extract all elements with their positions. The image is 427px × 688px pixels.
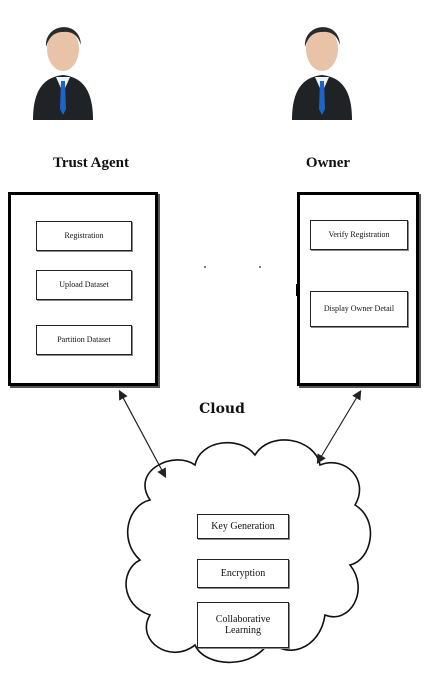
partition-dataset-box[interactable]: Partition Dataset	[36, 325, 132, 355]
arrow-trust-agent-cloud	[118, 389, 167, 479]
owner-user-icon	[292, 27, 352, 120]
owner-label: Owner	[305, 155, 351, 171]
key-generation-box[interactable]: Key Generation	[197, 514, 289, 539]
trust-agent-panel: Registration Upload Dataset Partition Da…	[8, 192, 158, 386]
arrow-owner-cloud	[316, 389, 362, 465]
owner-panel: Verify Registration Display Owner Detail	[297, 192, 419, 386]
trust-agent-label: Trust Agent	[53, 155, 129, 171]
encryption-box[interactable]: Encryption	[197, 559, 289, 588]
upload-dataset-box[interactable]: Upload Dataset	[36, 270, 132, 300]
trust-agent-user-icon	[33, 27, 93, 120]
cloud-shape	[125, 439, 372, 664]
dot-a	[204, 266, 206, 268]
registration-box[interactable]: Registration	[36, 221, 132, 251]
collaborative-learning-box[interactable]: Collaborative Learning	[197, 602, 289, 648]
dot-b	[259, 266, 261, 268]
verify-registration-box[interactable]: Verify Registration	[310, 220, 408, 250]
cloud-title: Cloud	[199, 401, 245, 417]
display-owner-detail-box[interactable]: Display Owner Detail	[310, 291, 408, 327]
